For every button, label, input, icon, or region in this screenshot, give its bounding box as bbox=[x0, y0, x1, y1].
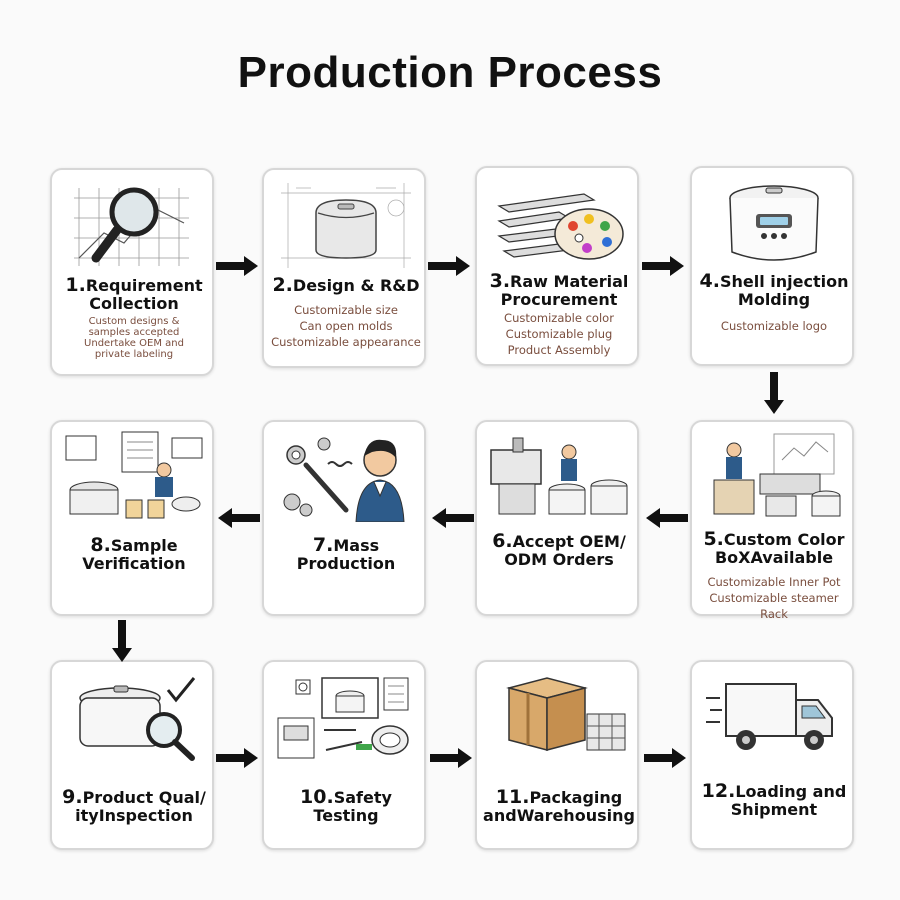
step-card-11: 11.Packaging andWarehousing bbox=[475, 660, 639, 850]
arrow-right-icon bbox=[428, 256, 470, 276]
step-number: 8. bbox=[90, 534, 111, 556]
step-card-6: 6.Accept OEM/ ODM Orders bbox=[475, 420, 639, 616]
safety-testing-icon bbox=[277, 677, 409, 759]
step-notes-2: Customizable size Can open molds Customi… bbox=[268, 302, 424, 350]
step-title: Shell injection Molding bbox=[719, 272, 849, 309]
note-line: Customizable logo bbox=[720, 319, 828, 333]
step-number: 1. bbox=[65, 274, 86, 296]
arrow-left-icon bbox=[218, 508, 260, 528]
step-label-7: 7.Mass Production bbox=[268, 536, 424, 573]
step-card-12: 12.Loading and Shipment bbox=[690, 660, 854, 850]
note-line: Can open molds bbox=[299, 319, 393, 333]
inspection-magnifier-icon bbox=[79, 677, 196, 761]
step-label-4: 4.Shell injection Molding bbox=[696, 272, 852, 309]
note-line: Customizable appearance bbox=[271, 335, 421, 349]
sewing-machine-pots-icon bbox=[490, 437, 628, 515]
note-line: Customizable color bbox=[504, 311, 614, 325]
step-number: 10. bbox=[300, 786, 334, 808]
step-card-4: 4.Shell injection Molding Customizable l… bbox=[690, 166, 854, 366]
step-number: 4. bbox=[699, 270, 720, 292]
note-line: Custom designs & bbox=[88, 316, 180, 327]
step-label-8: 8.Sample Verification bbox=[56, 536, 212, 573]
step-label-11: 11.Packaging andWarehousing bbox=[481, 788, 637, 825]
worker-with-samples-icon bbox=[65, 431, 203, 519]
step-notes-3: Customizable color Customizable plug Pro… bbox=[481, 310, 637, 358]
step-title: Loading and Shipment bbox=[730, 782, 847, 819]
arrow-left-icon bbox=[432, 508, 474, 528]
rice-cooker-icon bbox=[729, 185, 819, 261]
step-card-7: 7.Mass Production bbox=[262, 420, 426, 616]
step-number: 12. bbox=[701, 780, 736, 802]
note-line: Customizable size bbox=[294, 303, 398, 317]
arrow-down-icon bbox=[112, 620, 132, 662]
note-line: Customizable plug bbox=[505, 327, 613, 341]
step-notes-5: Customizable Inner Pot Customizable stea… bbox=[696, 574, 852, 622]
step-title: Raw Material Procurement bbox=[500, 272, 629, 309]
step-title: Design & R&D bbox=[292, 276, 420, 295]
step-number: 3. bbox=[489, 270, 511, 292]
step-card-3: 3.Raw Material Procurement Customizable … bbox=[475, 166, 639, 366]
arrow-right-icon bbox=[644, 748, 686, 768]
rice-cooker-blueprint-icon bbox=[281, 183, 411, 268]
tools-and-person-icon bbox=[283, 437, 405, 522]
boxes-icon bbox=[506, 677, 626, 751]
note-line: samples accepted bbox=[88, 327, 180, 338]
step-card-2: 2.Design & R&D Customizable size Can ope… bbox=[262, 168, 426, 368]
step-number: 7. bbox=[312, 534, 334, 556]
step-number: 5. bbox=[703, 528, 724, 550]
step-label-3: 3.Raw Material Procurement bbox=[481, 272, 637, 309]
step-notes-4: Customizable logo bbox=[696, 318, 852, 334]
arrow-right-icon bbox=[642, 256, 684, 276]
step-label-2: 2.Design & R&D bbox=[268, 276, 424, 295]
step-label-12: 12.Loading and Shipment bbox=[696, 782, 852, 819]
note-line: Product Assembly bbox=[507, 343, 611, 357]
step-label-10: 10.Safety Testing bbox=[268, 788, 424, 825]
arrow-right-icon bbox=[216, 748, 258, 768]
arrow-right-icon bbox=[430, 748, 472, 768]
step-title: Custom Color BoXAvailable bbox=[714, 530, 845, 567]
note-line: Customizable Inner Pot bbox=[707, 575, 841, 589]
step-title: Product Qual/ ityInspection bbox=[75, 788, 206, 825]
note-line: private labeling bbox=[94, 349, 174, 360]
step-title: Packaging andWarehousing bbox=[483, 788, 635, 825]
magnifier-on-grid-icon bbox=[74, 187, 189, 266]
step-title: Requirement Collection bbox=[85, 276, 203, 313]
arrow-left-icon bbox=[646, 508, 688, 528]
page-title: Production Process bbox=[237, 48, 663, 97]
step-title: Accept OEM/ ODM Orders bbox=[504, 532, 626, 569]
step-number: 2. bbox=[272, 274, 293, 296]
step-label-6: 6.Accept OEM/ ODM Orders bbox=[481, 532, 637, 569]
step-card-8: 8.Sample Verification bbox=[50, 420, 214, 616]
note-line: Customizable steamer Rack bbox=[709, 591, 839, 621]
step-card-10: 10.Safety Testing bbox=[262, 660, 426, 850]
step-label-9: 9.Product Qual/ ityInspection bbox=[56, 788, 212, 825]
step-title: Mass Production bbox=[296, 536, 396, 573]
step-number: 9. bbox=[62, 786, 83, 808]
step-number: 6. bbox=[492, 530, 513, 552]
step-label-1: 1.Requirement Collection bbox=[56, 276, 212, 313]
material-sheets-palette-icon bbox=[497, 193, 624, 260]
step-title: Safety Testing bbox=[313, 788, 392, 825]
step-card-1: 1.Requirement Collection Custom designs … bbox=[50, 168, 214, 376]
note-line: Undertake OEM and bbox=[84, 338, 184, 349]
step-title: Sample Verification bbox=[82, 536, 186, 573]
step-number: 11. bbox=[495, 786, 530, 808]
arrow-down-icon bbox=[764, 372, 784, 414]
step-label-5: 5.Custom Color BoXAvailable bbox=[696, 530, 852, 567]
step-card-5: 5.Custom Color BoXAvailable Customizable… bbox=[690, 420, 854, 621]
arrow-right-icon bbox=[216, 256, 258, 276]
delivery-truck-icon bbox=[706, 683, 833, 750]
worker-at-machine-icon bbox=[713, 433, 841, 517]
step-card-9: 9.Product Qual/ ityInspection bbox=[50, 660, 214, 850]
step-notes-1: Custom designs & samples accepted Undert… bbox=[56, 316, 212, 360]
